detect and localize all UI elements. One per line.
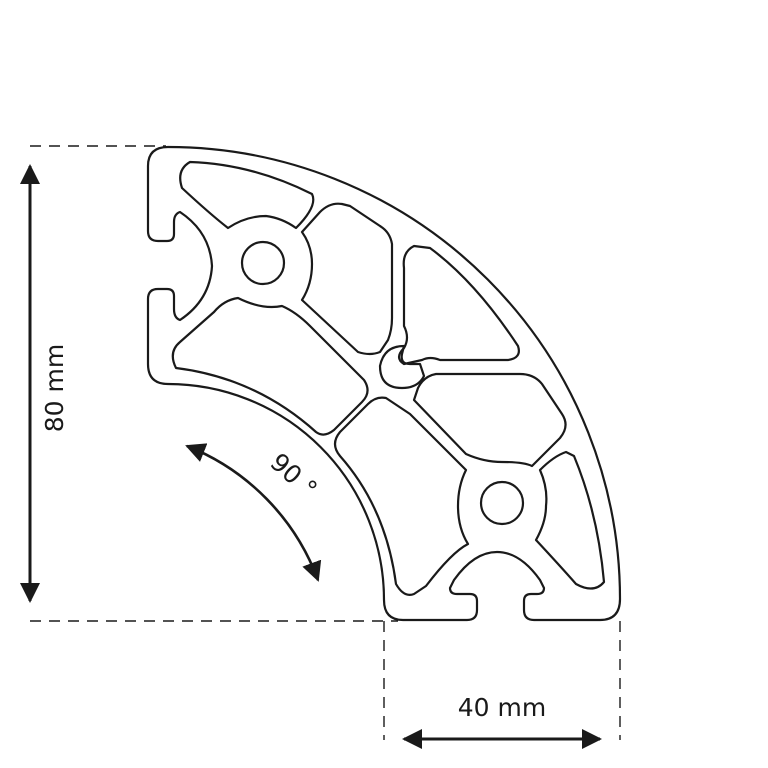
dimension-arrows (20, 164, 602, 749)
chamber-center-right (412, 372, 567, 468)
angle-label: 90 ° (265, 447, 323, 504)
profile-cross-section (146, 145, 622, 622)
angle-dimension-arrow (185, 443, 322, 582)
height-label: 80 mm (40, 344, 69, 432)
center-core-slot (378, 344, 426, 390)
chamber-right (534, 450, 606, 590)
chamber-upper-middle (300, 202, 394, 356)
chamber-top-left (179, 160, 315, 230)
chamber-left-middle (171, 296, 369, 436)
profile-outer-contour (146, 145, 622, 622)
width-label: 40 mm (458, 693, 546, 722)
chamber-lower-middle (333, 396, 470, 596)
chamber-upper-right (397, 244, 520, 366)
lower-right-bore (479, 480, 525, 526)
upper-left-bore (240, 240, 286, 286)
extension-lines (30, 145, 621, 740)
